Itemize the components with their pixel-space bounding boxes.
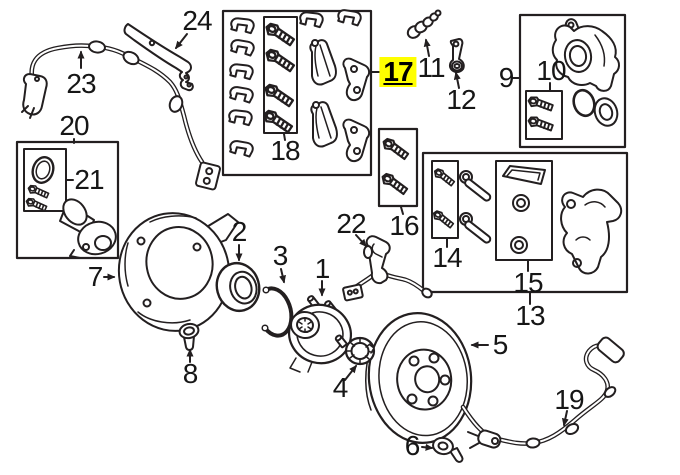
callout-22: 22 — [336, 208, 366, 239]
caliper-kit-box — [518, 13, 627, 149]
callout-16: 16 — [389, 210, 419, 241]
callout-1: 1 — [314, 253, 331, 284]
callout-6: 6 — [404, 430, 421, 461]
callout-3: 3 — [272, 240, 289, 271]
callout-5: 5 — [492, 329, 509, 360]
splash-shield-drawing — [117, 212, 239, 332]
callout-12: 12 — [446, 84, 476, 115]
callout-21: 21 — [74, 164, 104, 195]
wire-bracket-drawing — [123, 23, 194, 92]
bolt-kit-box — [377, 127, 419, 208]
caliper-bracket-kit-box — [421, 151, 629, 294]
wheel-bearing-drawing — [215, 261, 261, 313]
rear-sensor-wire-drawing — [460, 336, 625, 449]
callout-14: 14 — [432, 242, 462, 273]
callout-23: 23 — [66, 68, 96, 99]
wheel-hub-drawing — [288, 295, 352, 373]
callout-24: 24 — [182, 5, 212, 36]
rotor-screw-drawing — [432, 436, 464, 463]
brake-pad-kit-box — [221, 8, 373, 177]
pin-drawing — [406, 9, 442, 39]
callout-18: 18 — [270, 135, 300, 166]
callout-2: 2 — [231, 216, 248, 247]
callout-10: 10 — [536, 55, 566, 86]
abs-sensor-wire-drawing — [21, 40, 221, 191]
callout-7: 7 — [87, 261, 104, 292]
brake-rotor-drawing — [365, 312, 473, 444]
callout-11: 11 — [417, 52, 445, 83]
axle-nut-drawing — [344, 336, 376, 366]
callout-19: 19 — [554, 384, 584, 415]
callout-15: 15 — [513, 267, 543, 298]
callout-8: 8 — [182, 358, 199, 389]
actuator-kit-box — [15, 140, 120, 260]
callout-9: 9 — [498, 62, 515, 93]
abs-sensor-drawing — [342, 235, 433, 302]
callout-20: 20 — [59, 110, 89, 141]
callout-13: 13 — [515, 300, 545, 331]
snap-ring-drawing — [261, 286, 294, 338]
link-bracket-drawing — [448, 38, 465, 73]
callout-leaders — [66, 33, 569, 451]
shield-bolt-drawing — [178, 322, 200, 351]
callout-17-highlighted[interactable]: 17 — [379, 57, 417, 87]
callout-4: 4 — [332, 372, 349, 403]
